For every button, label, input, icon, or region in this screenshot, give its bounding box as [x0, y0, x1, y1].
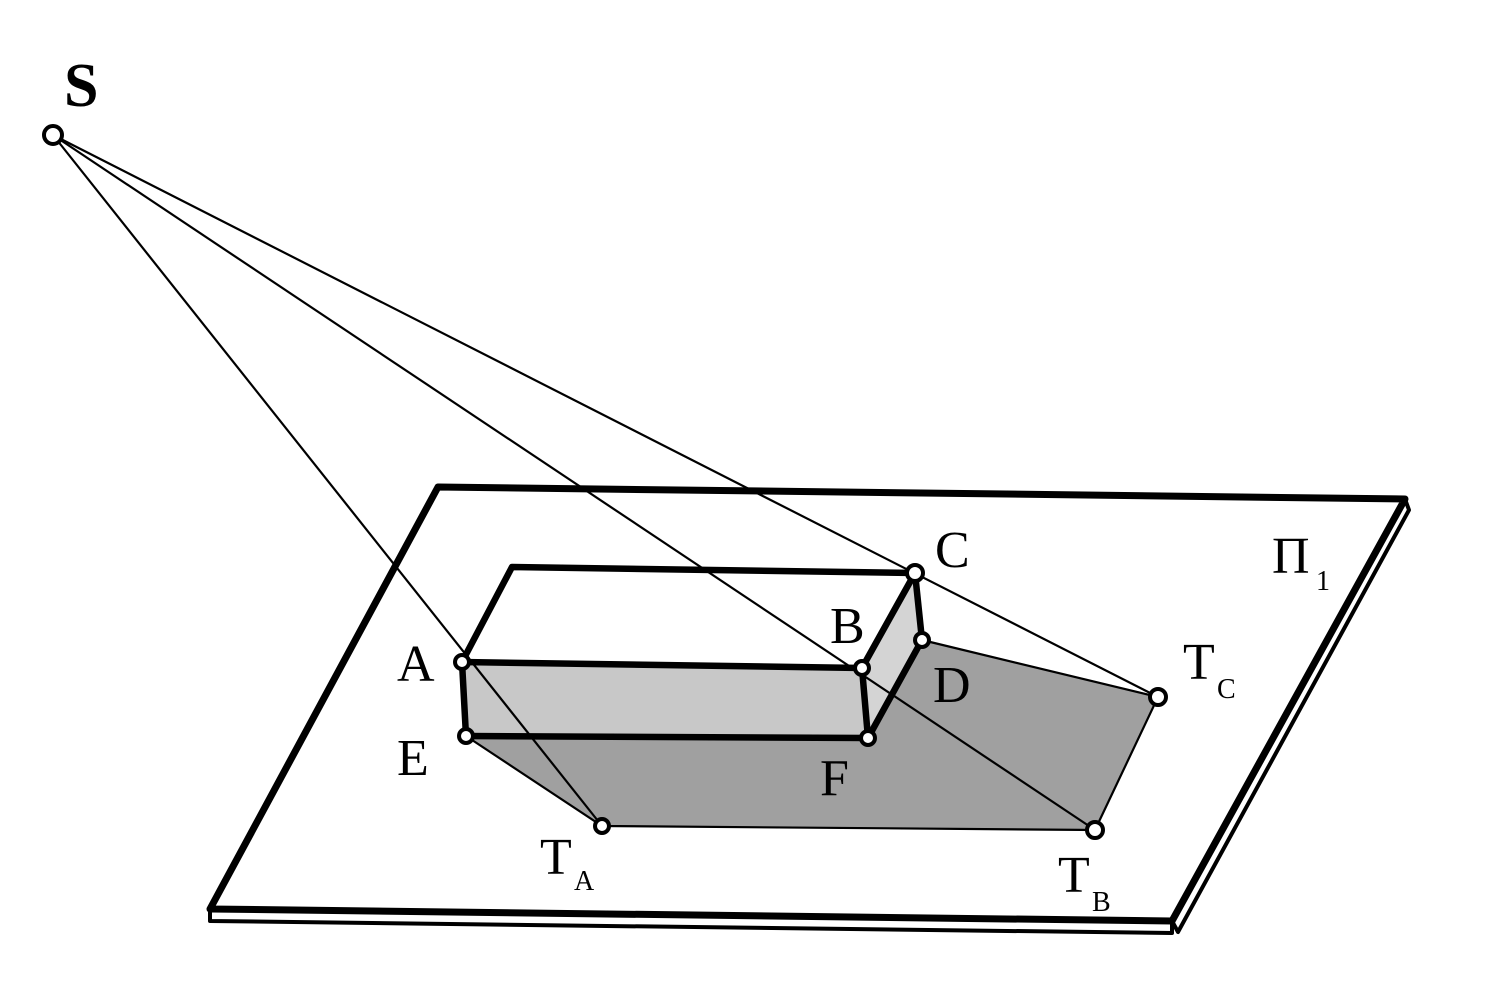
point-C [905, 563, 925, 583]
point-TB [1085, 820, 1105, 840]
point-S [42, 124, 64, 146]
label-TC-subscript: C [1217, 674, 1236, 705]
point-D [913, 631, 931, 649]
box-top-face [462, 567, 915, 668]
box-edge-FD [864, 636, 926, 742]
box-edge-vertical-AE [458, 658, 470, 740]
box-side-face [862, 573, 922, 738]
point-TA [593, 817, 611, 835]
point-F [859, 729, 877, 747]
label-TB-subscript: B [1092, 887, 1111, 918]
label-S: S [64, 52, 98, 120]
point-TC [1148, 687, 1168, 707]
label-E: E [397, 730, 429, 787]
label-TA-subscript: A [574, 866, 595, 897]
label-C: C [935, 522, 970, 579]
box-edge-CD [911, 569, 926, 644]
label-F: F [820, 750, 849, 807]
shadow-region [466, 640, 1158, 830]
label-A: A [397, 636, 435, 693]
points [42, 124, 1168, 840]
label-TC: T [1183, 634, 1215, 691]
box-edge-bottom-EF [462, 732, 872, 742]
box [458, 563, 926, 742]
label-plane-subscript: 1 [1316, 566, 1330, 597]
light-rays [52, 134, 1159, 831]
labels: S A B C D E F T A T B T C Π 1 [64, 52, 1330, 918]
ray-S-TA [52, 134, 603, 827]
point-E [457, 727, 475, 745]
label-TA: T [540, 829, 572, 886]
label-B: B [830, 598, 865, 655]
label-plane-pi: Π [1272, 528, 1310, 585]
box-front-face [462, 662, 868, 738]
box-edge-back [458, 563, 919, 666]
box-edge-vertical-BF [858, 664, 872, 742]
label-TB: T [1058, 847, 1090, 904]
label-D: D [933, 657, 971, 714]
point-B [853, 659, 871, 677]
ray-S-TC [52, 134, 1159, 698]
point-A [453, 653, 471, 671]
plane-outline [206, 483, 1409, 925]
ray-S-TB [52, 134, 1096, 831]
